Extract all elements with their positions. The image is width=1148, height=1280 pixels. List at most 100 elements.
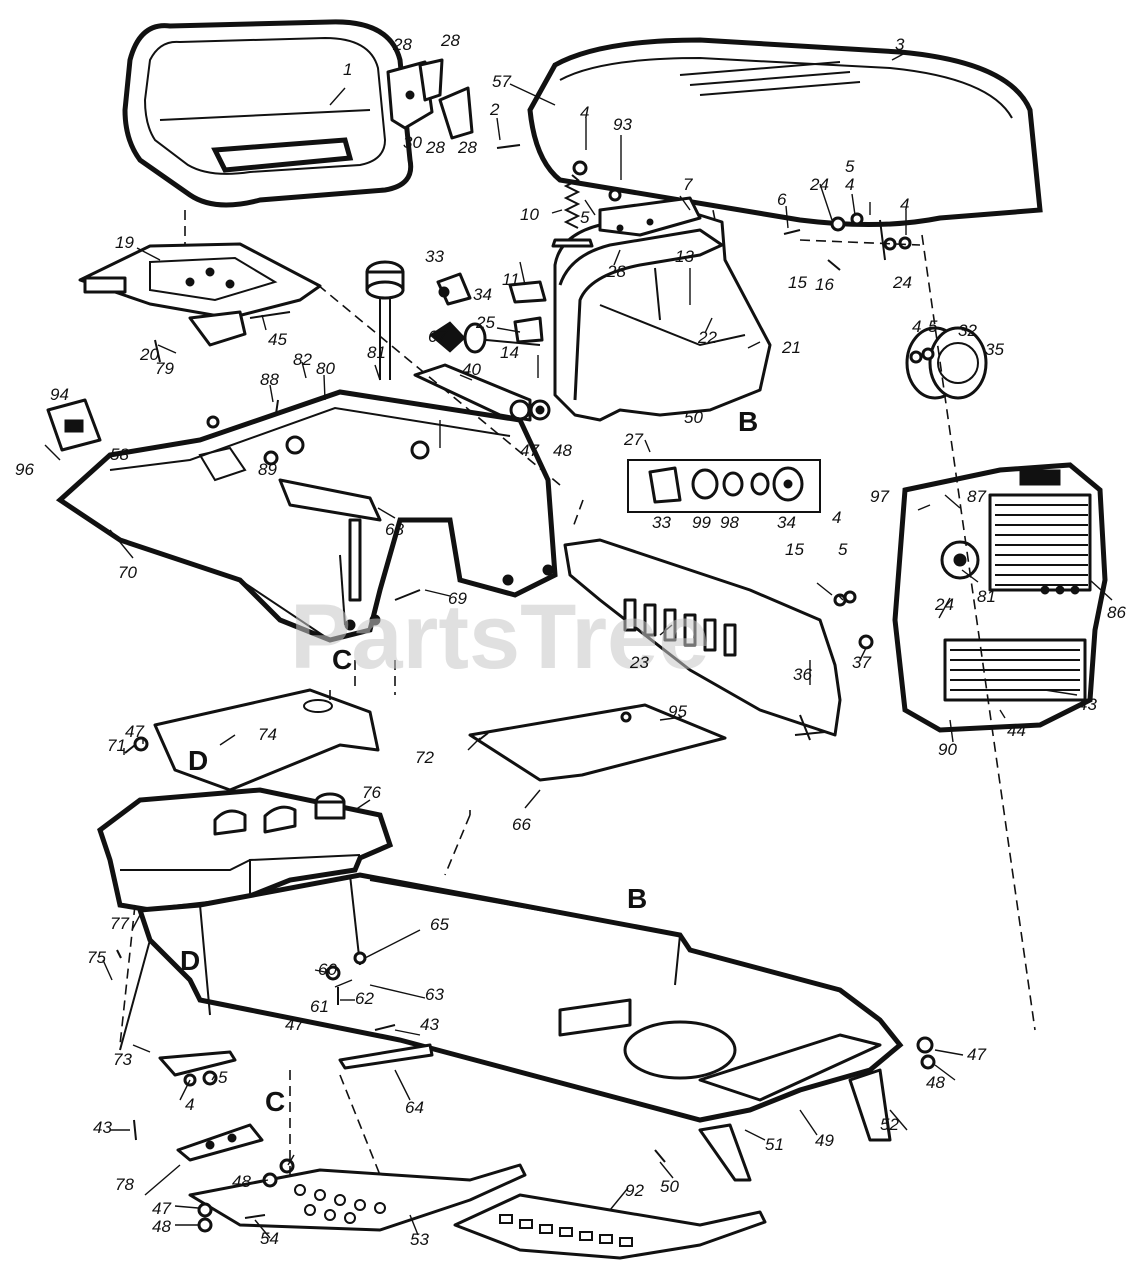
callout-label[interactable]: 43 — [93, 1118, 112, 1137]
callout-label[interactable]: 4 — [845, 175, 854, 194]
callout-label[interactable]: 30 — [403, 133, 422, 152]
callout-label[interactable]: 25 — [475, 313, 495, 332]
callout-label[interactable]: 88 — [260, 370, 279, 389]
callout-label[interactable]: 28 — [440, 31, 460, 50]
hardware-fasteners[interactable] — [116, 144, 936, 1233]
callout-label[interactable]: 43 — [420, 1015, 439, 1034]
dash-bracket-part[interactable] — [598, 196, 702, 237]
callout-label[interactable]: 15 — [788, 273, 807, 292]
callout-label[interactable]: 5 — [838, 540, 848, 559]
right-footrest-part[interactable] — [453, 1193, 767, 1260]
washer-nut-set[interactable] — [509, 399, 551, 421]
callout-label[interactable]: 76 — [362, 783, 381, 802]
callout-label[interactable]: 21 — [781, 338, 801, 357]
callout-label[interactable]: 24 — [934, 595, 954, 614]
callout-label[interactable]: 47 — [285, 1015, 304, 1034]
callout-label[interactable]: 71 — [107, 736, 126, 755]
crossbar-part[interactable] — [338, 1043, 434, 1070]
headlight-part[interactable] — [905, 326, 988, 400]
callout-label[interactable]: 97 — [870, 487, 889, 506]
callout-label[interactable]: 73 — [113, 1050, 132, 1069]
reflector-part[interactable] — [46, 398, 102, 452]
callout-label[interactable]: 62 — [355, 989, 374, 1008]
callout-label[interactable]: 7 — [683, 175, 693, 194]
callout-label[interactable]: 4 — [580, 103, 589, 122]
callout-label[interactable]: 47 — [152, 1199, 171, 1218]
dash-panel-part[interactable] — [553, 210, 772, 422]
grille-part[interactable] — [892, 462, 1108, 733]
callout-label[interactable]: 16 — [815, 275, 834, 294]
callout-label[interactable]: 34 — [473, 285, 492, 304]
callout-label[interactable]: 22 — [697, 328, 717, 347]
callout-label[interactable]: 67 — [428, 327, 447, 346]
callout-label[interactable]: 10 — [520, 205, 539, 224]
fender-bracket-part[interactable] — [153, 688, 380, 792]
callout-label[interactable]: 44 — [1007, 721, 1026, 740]
callout-label[interactable]: 5 — [928, 317, 938, 336]
gas-cap-part[interactable] — [365, 260, 405, 380]
callout-label[interactable]: 89 — [258, 460, 277, 479]
callout-label[interactable]: 15 — [785, 540, 804, 559]
ignition-switch-part[interactable] — [436, 272, 547, 306]
frame-part[interactable] — [119, 872, 904, 1182]
frame-rear-bracket[interactable] — [158, 1050, 237, 1077]
callout-label[interactable]: 63 — [425, 985, 444, 1004]
callout-label[interactable]: 75 — [87, 948, 106, 967]
callout-label[interactable]: 79 — [155, 359, 174, 378]
callout-label[interactable]: 50 — [660, 1177, 679, 1196]
side-panel-part[interactable] — [563, 538, 842, 737]
callout-label[interactable]: 37 — [852, 653, 871, 672]
callout-label[interactable]: 35 — [985, 340, 1004, 359]
callout-label[interactable]: 87 — [967, 487, 986, 506]
callout-label[interactable]: 24 — [892, 273, 912, 292]
callout-label[interactable]: 64 — [405, 1098, 424, 1117]
callout-label[interactable]: 4 — [185, 1095, 194, 1114]
callout-label[interactable]: 69 — [448, 589, 467, 608]
callout-label[interactable]: 94 — [50, 385, 69, 404]
callout-label[interactable]: 80 — [316, 359, 335, 378]
callout-label[interactable]: 28 — [457, 138, 477, 157]
callout-label[interactable]: 27 — [623, 430, 643, 449]
callout-label[interactable]: 19 — [115, 233, 134, 252]
callout-label[interactable]: 96 — [15, 460, 34, 479]
callout-label[interactable]: 4 — [900, 195, 909, 214]
footrest-bracket-part[interactable] — [176, 1123, 264, 1162]
callout-label[interactable]: 43 — [1078, 695, 1097, 714]
callout-label[interactable]: 95 — [668, 702, 687, 721]
callout-label[interactable]: 92 — [625, 1181, 644, 1200]
callout-label[interactable]: 65 — [430, 915, 449, 934]
callout-label[interactable]: 5 — [845, 157, 855, 176]
choke-cable-part[interactable] — [429, 316, 544, 354]
floor-plate-part[interactable] — [468, 703, 727, 782]
callout-label[interactable]: 54 — [260, 1229, 279, 1248]
seat-pan-part[interactable] — [78, 242, 322, 347]
callout-label[interactable]: 40 — [462, 360, 481, 379]
callout-label[interactable]: 24 — [809, 175, 829, 194]
callout-label[interactable]: 34 — [777, 513, 796, 532]
callout-label[interactable]: 61 — [310, 997, 329, 1016]
callout-label[interactable]: 57 — [492, 72, 511, 91]
callout-label[interactable]: 32 — [958, 321, 977, 340]
callout-label[interactable]: 48 — [232, 1172, 251, 1191]
callout-label[interactable]: 33 — [652, 513, 671, 532]
hood-part[interactable] — [527, 37, 1043, 261]
callout-label[interactable]: 47 — [967, 1045, 986, 1064]
callout-label[interactable]: 1 — [343, 60, 352, 79]
callout-label[interactable]: 23 — [629, 653, 649, 672]
fuel-tank-part[interactable] — [97, 787, 394, 913]
callout-label[interactable]: 99 — [692, 513, 711, 532]
callout-label[interactable]: 51 — [765, 1135, 784, 1154]
seat-part[interactable] — [122, 19, 414, 208]
callout-label[interactable]: 47 — [125, 722, 144, 741]
callout-label[interactable]: 58 — [110, 445, 129, 464]
callout-label[interactable]: 53 — [410, 1230, 429, 1249]
callout-label[interactable]: 28 — [425, 138, 445, 157]
callout-label[interactable]: 14 — [500, 343, 519, 362]
callout-label[interactable]: 50 — [684, 408, 703, 427]
callout-label[interactable]: 48 — [152, 1217, 171, 1236]
callout-label[interactable]: 49 — [815, 1131, 834, 1150]
callout-label[interactable]: 4 — [832, 508, 841, 527]
seat-switch-bracket[interactable] — [386, 58, 474, 140]
callout-label[interactable]: 70 — [118, 563, 137, 582]
callout-label[interactable]: 60 — [318, 960, 337, 979]
